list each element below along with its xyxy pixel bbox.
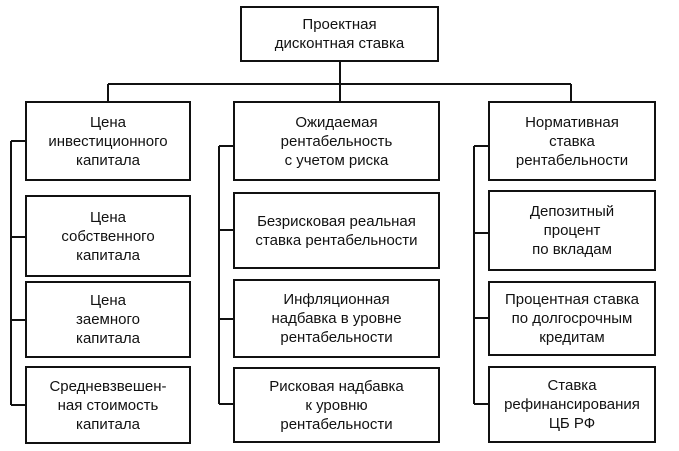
- col2-child1-box: Безрисковая реальная ставка рентабельнос…: [233, 192, 440, 269]
- col3-child3-label: Ставка рефинансирования ЦБ РФ: [504, 377, 640, 432]
- col1-child2-label: Цена заемного капитала: [76, 292, 140, 347]
- col2-header-box: Ожидаемая рентабельность с учетом риска: [233, 101, 440, 181]
- col3-child2-box: Процентная ставка по долгосрочным кредит…: [488, 281, 656, 356]
- root-label: Проектная дисконтная ставка: [274, 16, 405, 52]
- col2-header-label: Ожидаемая рентабельность с учетом риска: [280, 113, 393, 169]
- col1-child3-label: Средневзвешен- ная стоимость капитала: [49, 377, 167, 433]
- col3-header-box: Нормативная ставка рентабельности: [488, 101, 656, 181]
- root-box: Проектная дисконтная ставка: [240, 6, 439, 62]
- col3-child1-label: Депозитный процент по вкладам: [529, 203, 615, 258]
- col2-child3-box: Рисковая надбавка к уровню рентабельност…: [233, 367, 440, 443]
- col1-child2-box: Цена заемного капитала: [25, 281, 191, 358]
- col1-child1-label: Цена собственного капитала: [61, 208, 155, 264]
- col2-child1-label: Безрисковая реальная ставка рентабельнос…: [255, 212, 418, 249]
- col2-child3-label: Рисковая надбавка к уровню рентабельност…: [269, 377, 404, 433]
- col2-child2-label: Инфляционная надбавка в уровне рентабель…: [271, 291, 402, 346]
- col2-child2-box: Инфляционная надбавка в уровне рентабель…: [233, 279, 440, 358]
- col3-header-label: Нормативная ставка рентабельности: [515, 113, 629, 169]
- col3-child2-label: Процентная ставка по долгосрочным кредит…: [504, 291, 640, 346]
- col1-child1-box: Цена собственного капитала: [25, 195, 191, 277]
- col1-child3-box: Средневзвешен- ная стоимость капитала: [25, 366, 191, 444]
- col1-header-label: Цена инвестиционного капитала: [48, 113, 168, 169]
- col3-child1-box: Депозитный процент по вкладам: [488, 190, 656, 271]
- col1-header-box: Цена инвестиционного капитала: [25, 101, 191, 181]
- col3-child3-box: Ставка рефинансирования ЦБ РФ: [488, 366, 656, 443]
